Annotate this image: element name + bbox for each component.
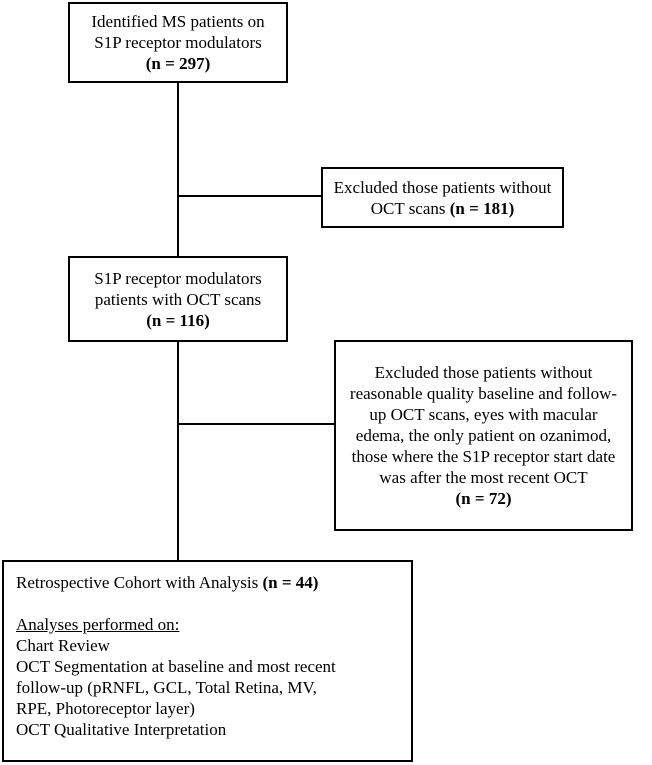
- identified-line-1: Identified MS patients on: [91, 12, 265, 31]
- analysis-item-1: Chart Review: [16, 636, 110, 655]
- cohort-box: Retrospective Cohort with Analysis (n = …: [2, 560, 413, 762]
- excluded-no-oct-text: OCT scans: [370, 198, 450, 218]
- analyses-header: Analyses performed on:: [16, 615, 180, 634]
- excluded-no-oct-box: Excluded those patients without OCT scan…: [321, 167, 564, 228]
- identified-patients-box: Identified MS patients on S1P receptor m…: [68, 2, 288, 83]
- with-oct-line-1: S1P receptor modulators: [94, 268, 262, 288]
- cohort-title-line: Retrospective Cohort with Analysis (n = …: [16, 572, 399, 593]
- excluded-quality-line-5: those where the S1P receptor start date: [351, 447, 616, 466]
- connector-branch-2: [177, 423, 334, 425]
- excluded-no-oct-line-1: Excluded those patients without: [333, 177, 552, 197]
- analysis-item-3: follow-up (pRNFL, GCL, Total Retina, MV,: [16, 678, 317, 697]
- with-oct-count: (n = 116): [146, 310, 210, 330]
- excluded-quality-line-2: reasonable quality baseline and follow-: [349, 384, 618, 403]
- identified-count: (n = 297): [145, 54, 211, 73]
- excluded-quality-line-1: Excluded those patients without: [374, 363, 593, 382]
- connector-main-2: [177, 342, 179, 560]
- cohort-spacer: [16, 593, 399, 614]
- identified-line-2: S1P receptor modulators: [94, 33, 262, 52]
- connector-main-1: [177, 81, 179, 256]
- connector-branch-1: [177, 195, 321, 197]
- excluded-quality-count: (n = 72): [455, 489, 512, 508]
- excluded-no-oct-count: (n = 181): [449, 198, 515, 218]
- excluded-quality-box: Excluded those patients without reasonab…: [334, 340, 633, 531]
- with-oct-line-2: patients with OCT scans: [94, 289, 262, 309]
- excluded-quality-line-6: was after the most recent OCT: [379, 468, 588, 487]
- with-oct-box: S1P receptor modulators patients with OC…: [68, 256, 288, 342]
- excluded-quality-line-4: edema, the only patient on ozanimod,: [355, 426, 612, 445]
- analysis-item-5: OCT Qualitative Interpretation: [16, 720, 227, 739]
- excluded-no-oct-line-2: OCT scans (n = 181): [323, 198, 562, 219]
- analysis-item-2: OCT Segmentation at baseline and most re…: [16, 657, 336, 676]
- cohort-count: (n = 44): [262, 573, 319, 592]
- cohort-title: Retrospective Cohort with Analysis: [16, 573, 263, 592]
- analysis-item-4: RPE, Photoreceptor layer): [16, 699, 195, 718]
- excluded-quality-line-3: up OCT scans, eyes with macular: [369, 405, 598, 424]
